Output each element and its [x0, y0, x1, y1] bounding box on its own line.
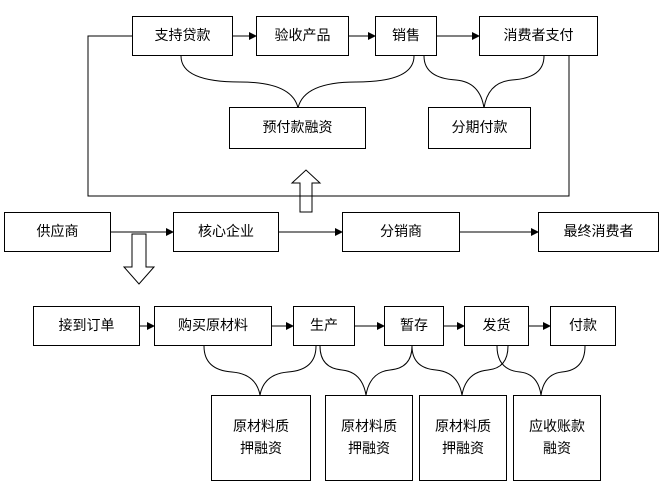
distributor-box: 分销商: [342, 212, 460, 252]
brace-receivables: [496, 345, 586, 396]
brace-material-pledge-3: [411, 345, 509, 396]
step-production: 生产: [293, 306, 355, 346]
hollow-up-arrow: [290, 169, 322, 213]
step-product-inspection: 验收产品: [256, 16, 349, 56]
supplier-box: 供应商: [4, 212, 111, 252]
brace-material-pledge-2: [319, 345, 413, 396]
hollow-down-arrow: [122, 233, 156, 285]
step-buy-materials: 购买原材料: [154, 306, 272, 346]
step-shipping: 发货: [464, 306, 529, 346]
final-consumer-box: 最终消费者: [538, 212, 659, 252]
brace-material-pledge-1: [203, 345, 317, 396]
receivables-financing-box: 应收账款 融资: [513, 395, 601, 481]
core-enterprise-box: 核心企业: [173, 212, 279, 252]
step-temporary-storage: 暂存: [384, 306, 444, 346]
step-payment: 付款: [550, 306, 616, 346]
brace-installment: [423, 55, 545, 109]
material-pledge-financing-box-3: 原材料质 押融资: [419, 395, 507, 481]
step-consumer-payment: 消费者支付: [479, 16, 598, 56]
material-pledge-financing-box-2: 原材料质 押融资: [325, 395, 413, 481]
brace-prepayment: [180, 55, 415, 109]
step-loan-support: 支持贷款: [132, 16, 233, 56]
material-pledge-financing-box-1: 原材料质 押融资: [211, 395, 311, 481]
step-sales: 销售: [375, 16, 437, 56]
step-receive-order: 接到订单: [33, 306, 140, 346]
installment-payment-box: 分期付款: [428, 107, 531, 149]
upper-loop-frame: [87, 35, 570, 197]
prepayment-financing-box: 预付款融资: [229, 107, 366, 149]
